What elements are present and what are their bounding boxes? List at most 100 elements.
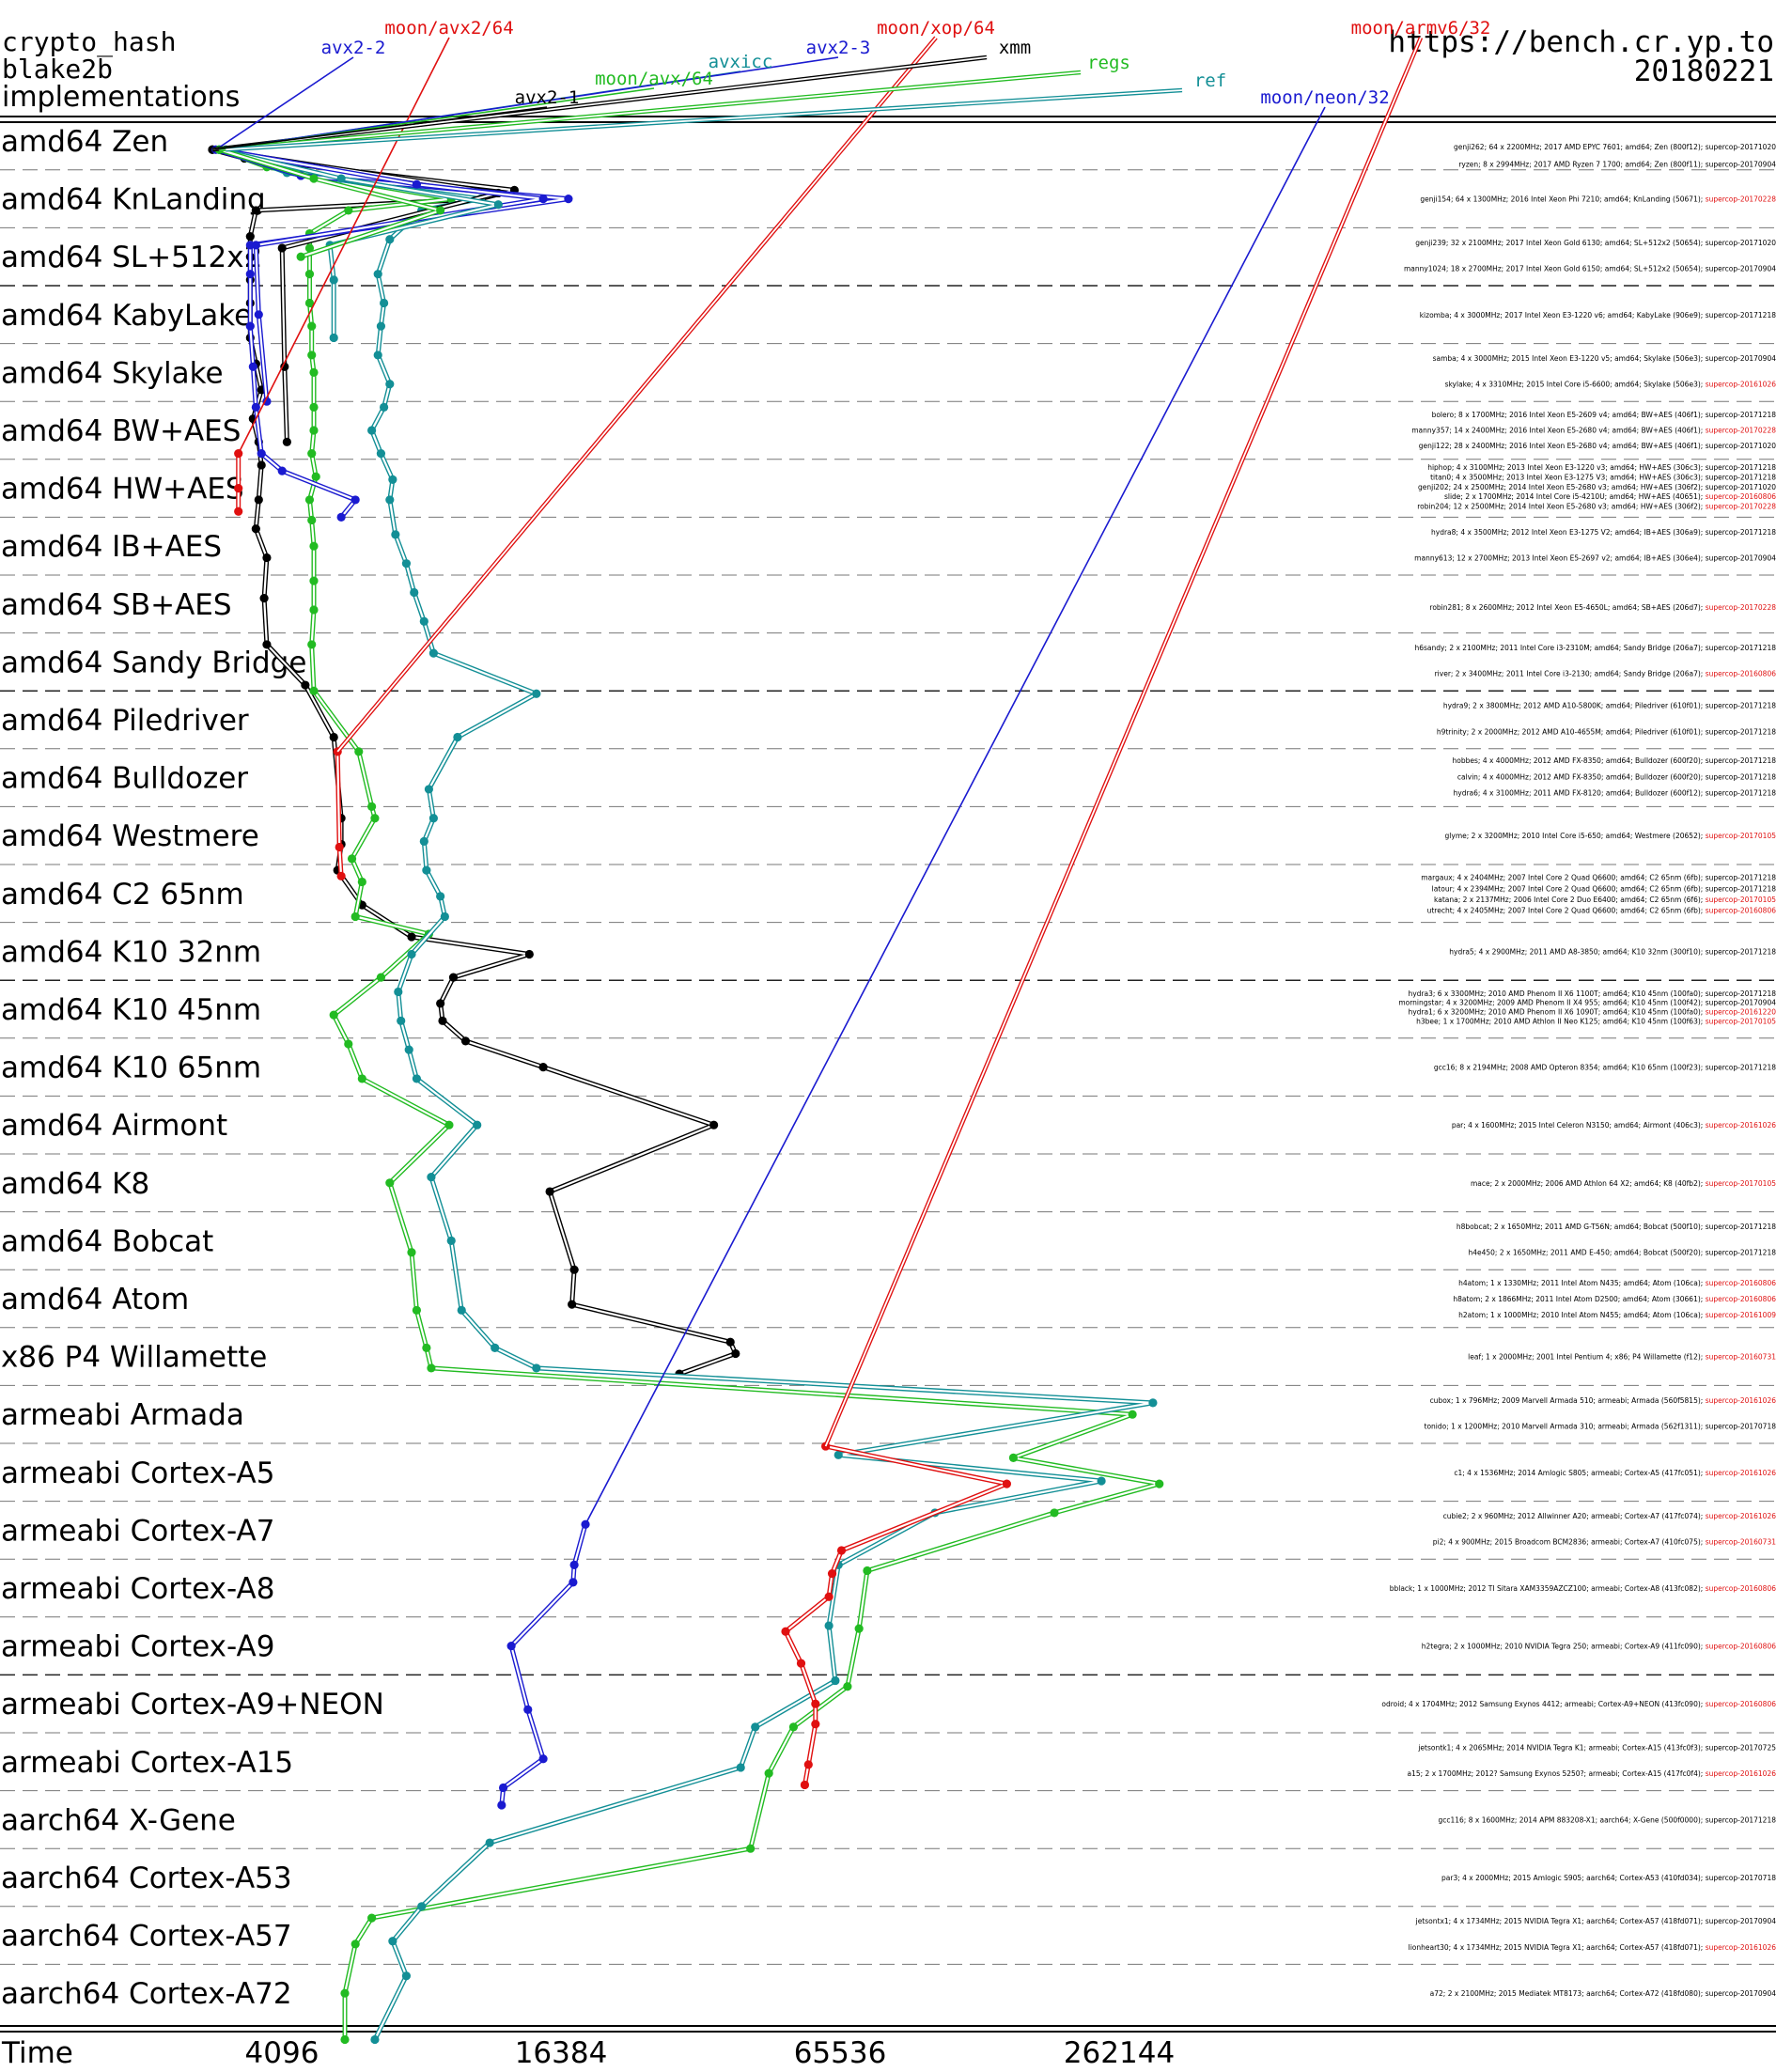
machine-note: genji262; 64 x 2200MHz; 2017 AMD EPYC 76… <box>1454 143 1776 151</box>
data-point <box>404 1045 413 1054</box>
data-point <box>751 1722 760 1732</box>
data-point <box>538 1063 548 1072</box>
row-label: amd64 K10 45nm <box>1 993 261 1027</box>
data-point <box>725 1337 735 1347</box>
source-url[interactable]: https://bench.cr.yp.to <box>1388 25 1774 59</box>
series-moon-neon-32 <box>497 1519 590 1810</box>
series-label: regs <box>1087 53 1130 73</box>
data-point <box>569 1578 578 1587</box>
data-point <box>344 1039 353 1049</box>
machine-note: h2tegra; 2 x 1000MHz; 2010 NVIDIA Tegra … <box>1422 1643 1776 1651</box>
series-label: avx2-3 <box>806 38 871 58</box>
data-point <box>419 616 428 626</box>
series-label: moon/avx/64 <box>595 69 713 89</box>
data-point <box>304 495 315 505</box>
data-point <box>568 1300 577 1309</box>
series-label: xmm <box>999 38 1031 58</box>
series-line-inner <box>218 148 1161 2040</box>
row-label: amd64 Bobcat <box>1 1224 213 1258</box>
row-label: amd64 HW+AES <box>1 473 244 506</box>
series-leader-inner <box>336 37 937 753</box>
x-axis-label: Time <box>1 2036 73 2070</box>
x-tick-label: 16384 <box>515 2036 608 2070</box>
data-point <box>460 1036 471 1046</box>
series-label: avxicc <box>709 52 773 72</box>
machine-note: lionheart30; 4 x 1734MHz; 2015 NVIDIA Te… <box>1409 1943 1776 1952</box>
machine-note: hydra8; 4 x 3500MHz; 2012 Intel Xeon E3-… <box>1431 528 1776 537</box>
data-point <box>824 1621 833 1630</box>
machine-note: calvin; 4 x 4000MHz; 2012 AMD FX-8350; a… <box>1457 772 1776 781</box>
machine-note: h3bee; 1 x 1700MHz; 2010 AMD Athlon II N… <box>1416 1017 1776 1025</box>
data-point <box>424 785 434 794</box>
title-line-3: implementations <box>2 81 240 114</box>
series-leader-inner <box>824 37 1422 1447</box>
data-point <box>282 437 291 446</box>
series-line-inner <box>225 148 1155 2040</box>
series-leader-inner <box>211 56 988 151</box>
data-point <box>843 1682 852 1691</box>
data-point <box>422 1343 431 1352</box>
row-label: aarch64 X-Gene <box>1 1803 236 1837</box>
machine-note: a15; 2 x 1700MHz; 2012? Samsung Exynos 5… <box>1407 1769 1776 1778</box>
machine-note: jetsontx1; 4 x 1734MHz; 2015 NVIDIA Tegr… <box>1415 1917 1776 1925</box>
data-point <box>419 836 428 846</box>
data-point <box>304 270 315 279</box>
machine-notes: genji262; 64 x 2200MHz; 2017 AMD EPYC 76… <box>1381 143 1776 1998</box>
title-line-1: crypto_hash <box>2 26 176 58</box>
data-point <box>329 333 338 343</box>
data-point <box>523 1705 533 1714</box>
series-moon-armv6-32 <box>781 1441 1011 1790</box>
row-label: amd64 K8 <box>1 1167 149 1201</box>
row-label: amd64 K10 65nm <box>1 1052 261 1085</box>
machine-note: katana; 2 x 2137MHz; 2006 Intel Core 2 D… <box>1434 896 1776 904</box>
machine-note: a72; 2 x 2100MHz; 2015 Mediatek MT8173; … <box>1430 1989 1776 1998</box>
data-point <box>427 1173 436 1182</box>
data-point <box>347 854 357 864</box>
row-label: amd64 Atom <box>1 1283 189 1316</box>
data-point <box>357 877 366 887</box>
data-point <box>254 310 263 319</box>
machine-note: h9trinity; 2 x 2000MHz; 2012 AMD A10-465… <box>1437 727 1776 736</box>
data-point <box>824 1592 833 1601</box>
data-point <box>335 842 344 852</box>
data-point <box>506 1642 516 1651</box>
frame-rules <box>0 116 1776 2033</box>
series-line-inner <box>218 148 442 258</box>
series-label-leaders <box>211 36 1424 1525</box>
row-label: amd64 KabyLake <box>1 299 252 333</box>
series-lines <box>208 145 1164 2045</box>
machine-note: gcc16; 8 x 2194MHz; 2008 AMD Opteron 835… <box>1434 1064 1776 1072</box>
data-point <box>1148 1398 1158 1408</box>
machine-note: utrecht; 4 x 2405MHz; 2007 Intel Core 2 … <box>1427 907 1776 915</box>
data-point <box>251 241 260 250</box>
data-point <box>863 1566 872 1576</box>
series-labels: moon/avx2/64avx2-2moon/xop/64xmmavxiccav… <box>321 18 1491 108</box>
row-separators <box>0 169 1776 1965</box>
x-tick-label: 262144 <box>1064 2036 1175 2070</box>
series-leader <box>237 37 450 455</box>
data-point <box>367 802 377 812</box>
data-point <box>457 1305 466 1315</box>
series-label: avx2-2 <box>321 38 386 58</box>
data-point <box>569 1560 579 1569</box>
data-point <box>410 587 419 598</box>
row-label: armeabi Cortex-A8 <box>1 1572 274 1606</box>
data-point <box>385 495 395 505</box>
data-point <box>367 1913 377 1923</box>
data-point <box>304 243 315 253</box>
row-label: amd64 Westmere <box>1 819 259 853</box>
machine-note: odroid; 4 x 1704MHz; 2012 Samsung Exynos… <box>1381 1700 1776 1708</box>
data-point <box>380 402 389 412</box>
data-point <box>336 512 346 522</box>
data-point <box>367 426 377 435</box>
machine-note: hobbes; 4 x 4000MHz; 2012 AMD FX-8350; a… <box>1453 756 1776 765</box>
data-point <box>781 1627 790 1636</box>
data-point <box>388 475 397 484</box>
machine-note: h4atom; 1 x 1330MHz; 2011 Intel Atom N43… <box>1458 1279 1776 1287</box>
row-label: amd64 Piledriver <box>1 704 249 738</box>
data-point <box>234 506 243 516</box>
data-point <box>340 2034 350 2045</box>
data-point <box>427 1363 436 1373</box>
machine-note: kizomba; 4 x 3000MHz; 2017 Intel Xeon E3… <box>1420 311 1776 319</box>
